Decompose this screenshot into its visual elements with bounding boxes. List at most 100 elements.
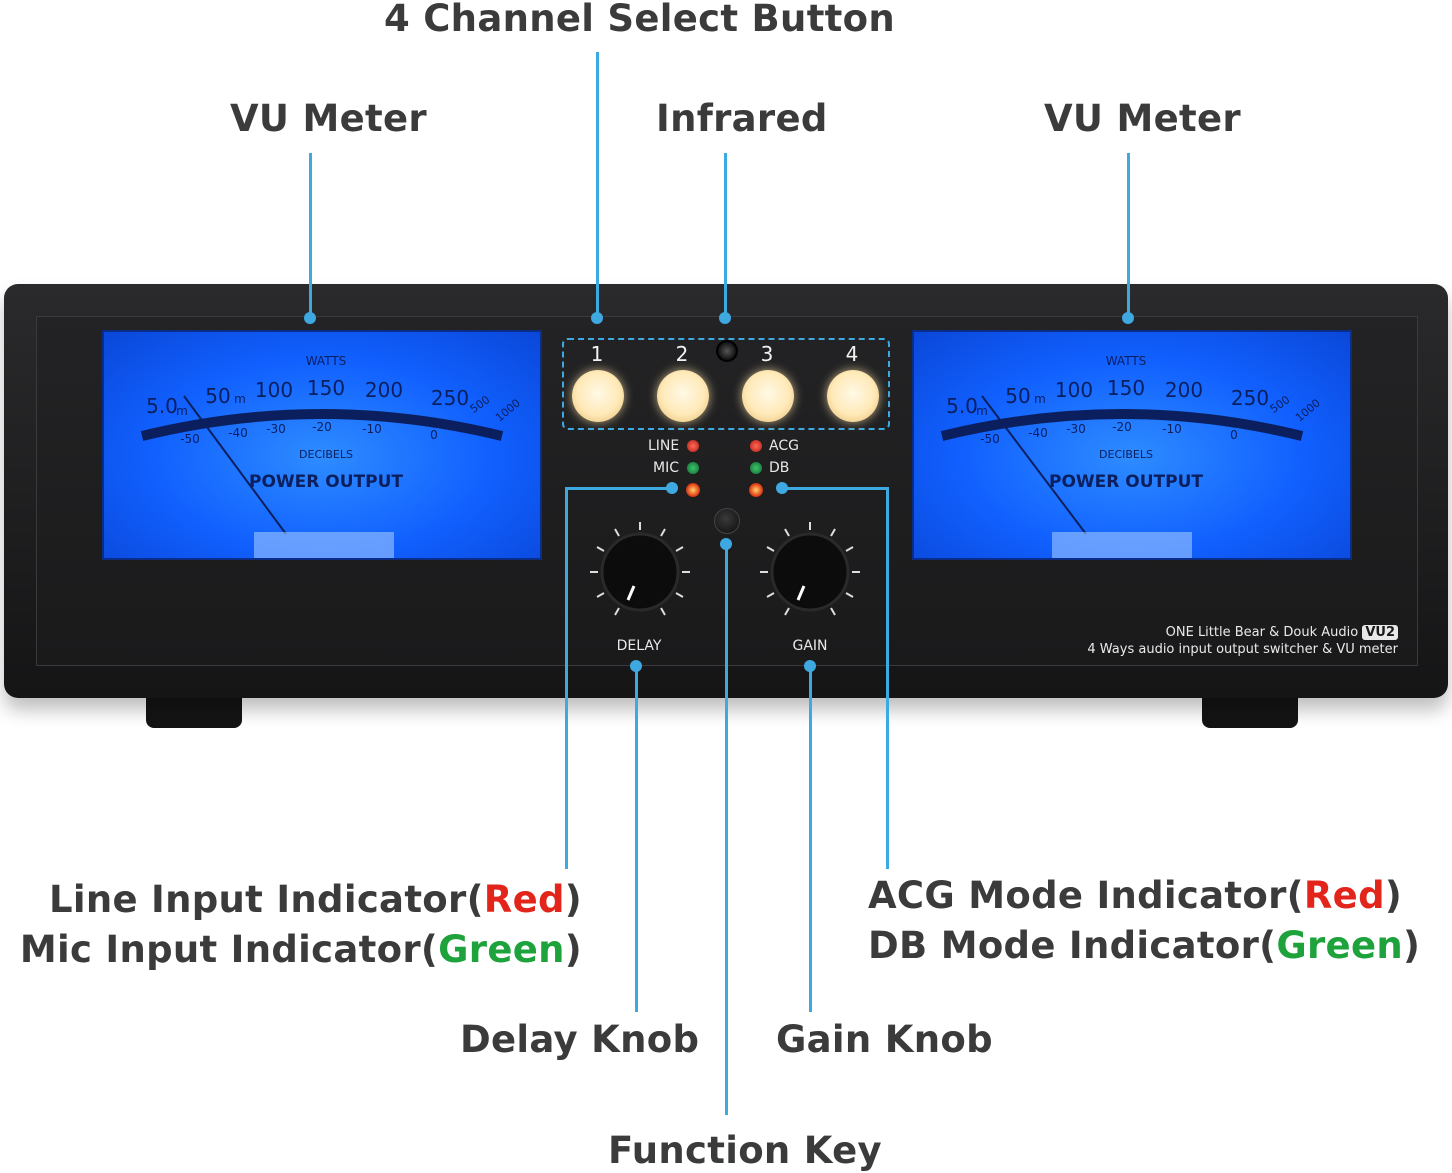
callout-db-mode-color: Green [1276, 924, 1403, 967]
db-tick: -20 [312, 420, 332, 434]
model-badge: VU2 [1362, 625, 1398, 640]
line-indicator-led [687, 440, 699, 452]
leader-channel-select [596, 52, 599, 318]
vu-meter-left: WATTS 5.0 m 50 m 100 150 200 250 500 100… [102, 330, 542, 560]
gain-status-led [749, 483, 763, 497]
db-tick: -50 [180, 432, 200, 446]
callout-acg-mode-text: ACG Mode Indicator( [868, 874, 1304, 917]
delay-knob[interactable] [588, 520, 692, 624]
callout-mic-input: Mic Input Indicator(Green) [20, 931, 582, 968]
watt-tick: 100 [254, 378, 294, 402]
meter-power-output-label: POWER OUTPUT [1049, 472, 1203, 492]
callout-close-paren: ) [564, 928, 582, 971]
channel-number-1: 1 [590, 342, 604, 366]
db-indicator-led [750, 462, 762, 474]
channel-number-2: 2 [675, 342, 689, 366]
leader-vu-right [1127, 153, 1130, 318]
left-foot [146, 694, 242, 728]
db-tick: -30 [1066, 422, 1086, 436]
callout-line-input: Line Input Indicator(Red) [49, 881, 582, 918]
callout-close-paren: ) [1403, 924, 1421, 967]
vu-meter-left-scale [140, 395, 504, 558]
watt-tick: 100 [1054, 378, 1094, 402]
leader-acg-db-v [886, 487, 889, 869]
callout-delay-knob: Delay Knob [460, 1018, 700, 1061]
right-foot [1202, 694, 1298, 728]
watt-tick: 5.0 [946, 394, 978, 418]
callout-line-input-text: Line Input Indicator( [48, 878, 484, 921]
callout-db-mode-text: DB Mode Indicator( [868, 924, 1277, 967]
watt-tick: 250 [430, 386, 470, 410]
callout-gain-knob: Gain Knob [776, 1018, 993, 1061]
db-indicator-label: DB [769, 460, 790, 476]
callout-acg-mode: ACG Mode Indicator(Red) [868, 877, 1402, 914]
db-tick: -50 [980, 432, 1000, 446]
meter-power-output-label: POWER OUTPUT [249, 472, 403, 492]
watt-unit: m [976, 404, 988, 418]
channel-button-1[interactable] [572, 370, 624, 422]
watt-tick: 150 [306, 376, 346, 400]
channel-button-3[interactable] [742, 370, 794, 422]
watt-tick: 5.0 [146, 394, 178, 418]
gain-knob-label: GAIN [792, 638, 828, 654]
leader-line-mic-v [565, 487, 568, 869]
leader-function-key [725, 543, 728, 1115]
channel-button-4[interactable] [827, 370, 879, 422]
db-tick: 0 [1230, 428, 1238, 442]
meter-decibels-label: DECIBELS [299, 448, 353, 461]
watt-tick: 200 [364, 378, 404, 402]
gain-knob[interactable] [758, 520, 862, 624]
channel-number-3: 3 [760, 342, 774, 366]
leader-dot [304, 312, 316, 324]
callout-function-key: Function Key [608, 1129, 882, 1172]
brand-line-2: 4 Ways audio input output switcher & VU … [1087, 642, 1398, 657]
callout-acg-mode-color: Red [1303, 874, 1385, 917]
mic-indicator-label: MIC [653, 460, 679, 476]
leader-acg-db-h [782, 487, 888, 490]
callout-channel-select: 4 Channel Select Button [384, 0, 896, 40]
meter-decibels-label: DECIBELS [1099, 448, 1153, 461]
db-tick: -20 [1112, 420, 1132, 434]
watt-tick: 200 [1164, 378, 1204, 402]
vu-meter-right-scale [940, 395, 1304, 558]
watt-tick: 50 [205, 384, 231, 408]
leader-dot [666, 482, 678, 494]
channel-number-4: 4 [845, 342, 859, 366]
callout-vu-meter-left: VU Meter [230, 97, 427, 140]
leader-dot [1122, 312, 1134, 324]
callout-infrared: Infrared [656, 97, 828, 140]
db-tick: -40 [228, 426, 248, 440]
callout-mic-input-text: Mic Input Indicator( [19, 928, 439, 971]
watt-tick: 50 [1005, 384, 1031, 408]
leader-vu-left [309, 153, 312, 318]
watt-tick: 250 [1230, 386, 1270, 410]
meter-watts-label: WATTS [1105, 354, 1147, 368]
delay-status-led [686, 483, 700, 497]
callout-close-paren: ) [564, 878, 582, 921]
db-tick: -10 [1162, 422, 1182, 436]
leader-gain-knob [809, 665, 812, 1012]
channel-button-2[interactable] [657, 370, 709, 422]
brand-line-1: ONE Little Bear & Douk Audio VU2 [1166, 625, 1398, 640]
brand-name: ONE Little Bear & Douk Audio [1165, 625, 1359, 640]
channel-select-highlight [562, 338, 890, 430]
line-indicator-label: LINE [648, 438, 680, 454]
db-tick: 0 [430, 428, 438, 442]
db-tick: -40 [1028, 426, 1048, 440]
callout-close-paren: ) [1384, 874, 1403, 917]
watt-tick: 150 [1106, 376, 1146, 400]
meter-watts-label: WATTS [305, 354, 347, 368]
callout-mic-input-color: Green [438, 928, 565, 971]
callout-vu-meter-right: VU Meter [1044, 97, 1241, 140]
db-tick: -10 [362, 422, 382, 436]
watt-unit: m [176, 404, 188, 418]
vu-meter-right: WATTS 5.0 m 50 m 100 150 200 250 500 100… [912, 330, 1352, 560]
callout-line-input-color: Red [483, 878, 565, 921]
leader-dot [591, 312, 603, 324]
watt-unit: m [1034, 392, 1046, 406]
infrared-receiver [716, 340, 738, 362]
callout-db-mode: DB Mode Indicator(Green) [868, 927, 1420, 964]
function-key[interactable] [714, 508, 740, 534]
watt-unit: m [234, 392, 246, 406]
leader-infrared [724, 153, 727, 318]
